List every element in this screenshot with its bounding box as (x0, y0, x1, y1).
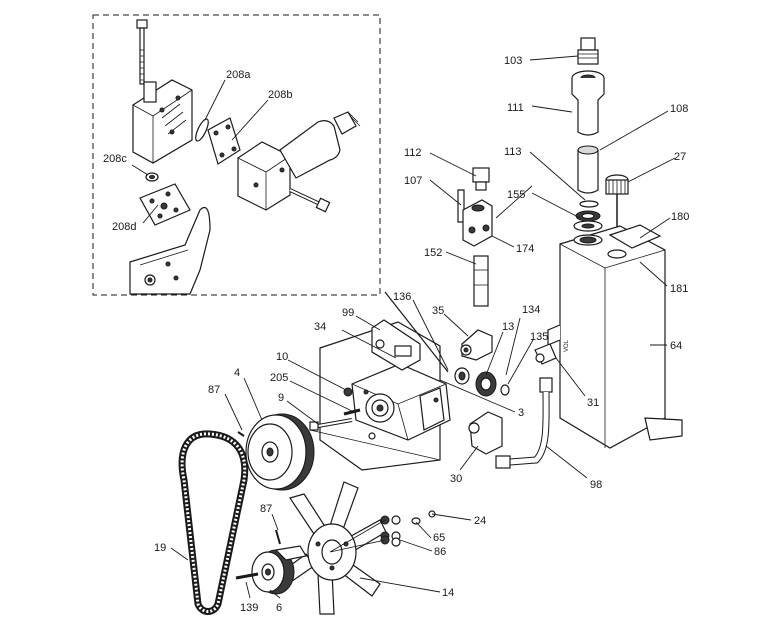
elbow-30 (468, 411, 503, 455)
key-139 (235, 572, 259, 580)
gasket-208b (207, 117, 241, 165)
reservoir-tank-64: VOL (547, 224, 683, 449)
screw-9 (309, 418, 353, 431)
callout-64: 64 (670, 340, 682, 352)
key-87b (275, 529, 281, 545)
hose-98 (495, 377, 553, 469)
callout-10: 10 (276, 351, 288, 363)
fitting-103 (577, 37, 599, 65)
callout-9: 9 (278, 392, 284, 404)
hardware-stack (329, 510, 436, 553)
callout-3: 3 (518, 407, 524, 419)
callout-24: 24 (474, 515, 486, 527)
inset-long-bolt (136, 19, 148, 85)
callout-6: 6 (276, 602, 282, 614)
mounting-bracket (644, 417, 683, 441)
callout-87a: 87 (208, 384, 220, 396)
adapter-155 (573, 210, 603, 232)
callout-208c: 208c (103, 153, 127, 165)
drive-assembly (170, 377, 472, 615)
oring-208a (195, 118, 209, 142)
callout-111: 111 (507, 102, 524, 114)
callout-86: 86 (434, 546, 446, 558)
tube-152 (473, 255, 489, 307)
pump-assembly (286, 291, 588, 479)
callout-180: 180 (671, 211, 689, 223)
callout-208a: 208a (226, 69, 251, 81)
callout-136: 136 (393, 291, 411, 303)
callout-19: 19 (154, 542, 166, 554)
callout-208b: 208b (268, 89, 292, 101)
elbow-35 (460, 329, 493, 361)
inset-solenoid (237, 111, 361, 211)
valve-stack (429, 152, 586, 397)
key-87a (237, 431, 245, 437)
callout-208d: 208d (112, 221, 136, 233)
callout-139: 139 (240, 602, 258, 614)
inset-dashed-border (92, 14, 381, 296)
bracket-180 (608, 224, 662, 249)
valve-body-174 (462, 199, 493, 247)
key-205 (343, 408, 361, 416)
fitting-31 (534, 343, 557, 365)
callout-113: 113 (504, 146, 522, 158)
callout-108: 108 (670, 103, 688, 115)
callout-174: 174 (516, 243, 534, 255)
svg-text:VOL: VOL (564, 339, 570, 352)
callout-65: 65 (433, 532, 445, 544)
filter-element-108 (577, 145, 599, 194)
inset-valve-block (132, 79, 193, 164)
callout-107: 107 (404, 175, 422, 187)
pulley-6 (251, 545, 307, 595)
callout-181: 181 (670, 283, 688, 295)
callout-152: 152 (424, 247, 442, 259)
callout-labels: 208a 208b 208c 208d 103 111 108 113 27 1… (103, 55, 689, 614)
inset-screw (289, 188, 331, 213)
dipstick-cap-27 (605, 174, 629, 228)
gear-13 (475, 371, 497, 397)
detail-inset (92, 14, 381, 296)
oring-113 (579, 200, 599, 208)
callout-34: 34 (314, 321, 326, 333)
callout-14: 14 (442, 587, 454, 599)
callout-98: 98 (590, 479, 602, 491)
callout-99: 99 (342, 307, 354, 319)
callout-155: 155 (507, 189, 525, 201)
fan-14 (275, 481, 387, 615)
pulley-4 (245, 413, 315, 491)
callout-4: 4 (234, 367, 240, 379)
callout-87b: 87 (260, 503, 272, 515)
callout-112: 112 (404, 147, 422, 159)
reservoir-filter-assembly: VOL (529, 37, 683, 449)
callout-27: 27 (674, 151, 686, 163)
callout-103: 103 (504, 55, 522, 67)
callout-13: 13 (502, 321, 514, 333)
filter-housing-111 (571, 70, 605, 136)
callout-205: 205 (270, 372, 288, 384)
callout-135: 135 (530, 331, 548, 343)
plug-135 (500, 384, 510, 396)
callout-134: 134 (522, 304, 540, 316)
pump-valve-99 (371, 319, 421, 371)
callout-31: 31 (587, 397, 599, 409)
plate-208d (139, 183, 191, 226)
fitting-112 (472, 167, 490, 191)
callout-35: 35 (432, 305, 444, 317)
callout-30: 30 (450, 473, 462, 485)
inset-pump-fragment (129, 206, 211, 295)
